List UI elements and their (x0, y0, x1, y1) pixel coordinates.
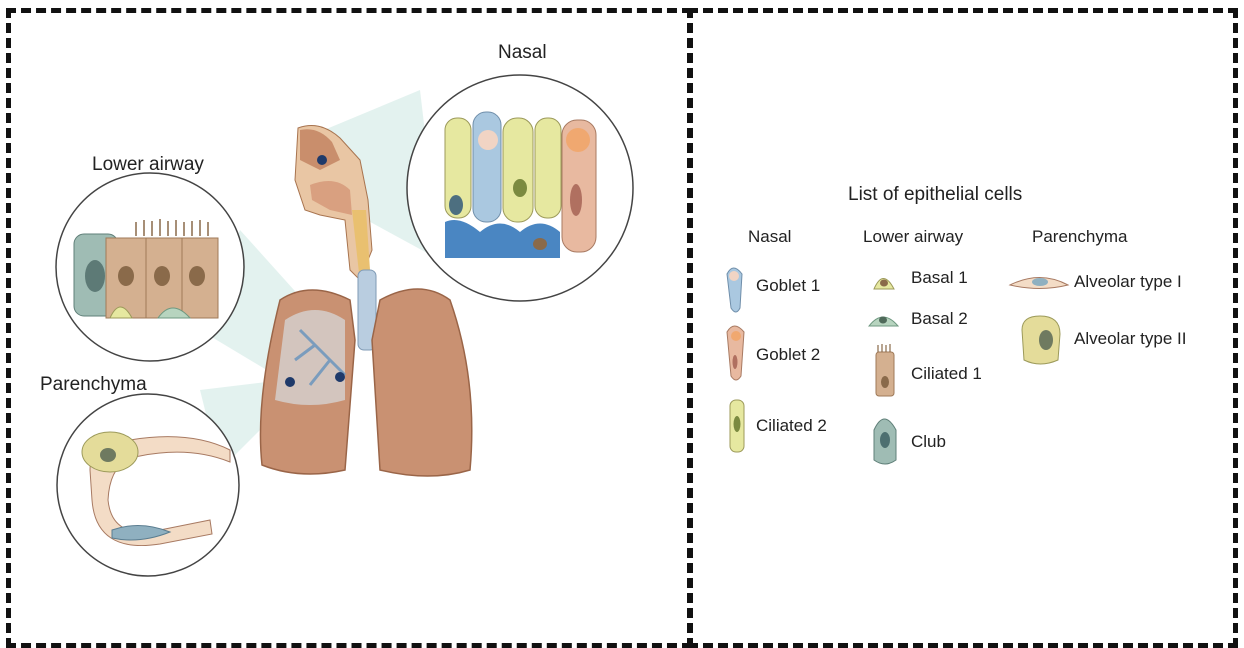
legend-item-basal-2: Basal 2 (911, 309, 968, 329)
legend-item-ciliated-1: Ciliated 1 (911, 364, 982, 384)
alveolar-type-ii-icon (1022, 316, 1060, 364)
legend-item-goblet-1: Goblet 1 (756, 276, 820, 296)
club-icon (874, 419, 896, 464)
ciliated-2-icon (730, 400, 744, 452)
alveolar-type-i-icon (1010, 278, 1068, 289)
legend-item-ciliated-2: Ciliated 2 (756, 416, 827, 436)
legend-item-alveolar-type-ii: Alveolar type II (1074, 329, 1186, 349)
goblet-2-icon (727, 326, 744, 380)
basal-2-icon (869, 317, 898, 327)
legend-icons (0, 0, 1244, 624)
legend-item-club: Club (911, 432, 946, 452)
basal-1-icon (874, 279, 894, 290)
legend-item-goblet-2: Goblet 2 (756, 345, 820, 365)
legend-item-basal-1: Basal 1 (911, 268, 968, 288)
legend-item-alveolar-type-i: Alveolar type I (1074, 272, 1182, 292)
ciliated-1-icon (876, 344, 894, 396)
goblet-1-icon (727, 268, 742, 312)
